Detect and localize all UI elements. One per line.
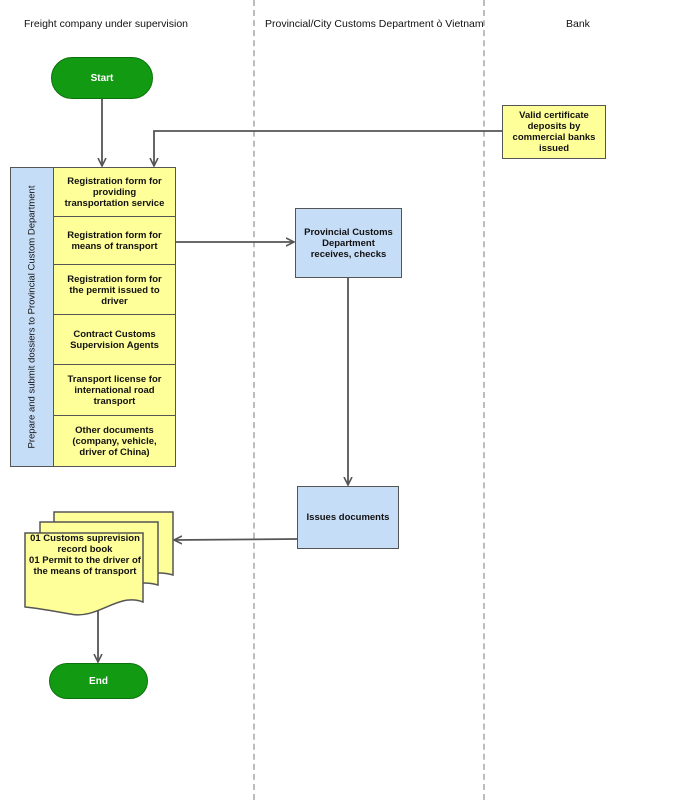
arrow-bank-to-dossier bbox=[154, 130, 502, 166]
customs-receives-box: Provincial Customs Department receives, … bbox=[295, 208, 402, 278]
dossier-label-text: Prepare and submit dossiers to Provincia… bbox=[26, 185, 38, 449]
dossier-vertical-label: Prepare and submit dossiers to Provincia… bbox=[10, 167, 54, 467]
output-doc-line-1: 01 Customs suprevision record book bbox=[30, 533, 140, 555]
end-terminal: End bbox=[49, 663, 148, 699]
dossier-item-transport-license: Transport license for international road… bbox=[53, 364, 176, 417]
bank-certificate-box: Valid certificate deposits by commercial… bbox=[502, 105, 606, 159]
multi-document-shape bbox=[24, 511, 174, 616]
dossier-item-transport-service: Registration form for providing transpor… bbox=[53, 167, 176, 218]
lane-divider-2 bbox=[483, 0, 485, 800]
issues-documents-box: Issues documents bbox=[297, 486, 399, 549]
lane-title-customs: Provincial/City Customs Department ò Vie… bbox=[265, 18, 484, 30]
output-documents-text: 01 Customs suprevision record book 01 Pe… bbox=[26, 533, 144, 577]
arrow-issue-to-docs bbox=[174, 539, 298, 540]
dossier-item-supervision-agents: Contract Customs Supervision Agents bbox=[53, 314, 176, 366]
lane-title-bank: Bank bbox=[566, 18, 590, 30]
dossier-item-driver-permit: Registration form for the permit issued … bbox=[53, 264, 176, 316]
dossier-item-other-documents: Other documents (company, vehicle, drive… bbox=[53, 415, 176, 467]
start-terminal: Start bbox=[51, 57, 153, 99]
dossier-item-means-of-transport: Registration form for means of transport bbox=[53, 216, 176, 266]
output-doc-line-2: 01 Permit to the driver of the means of … bbox=[29, 555, 141, 577]
lane-title-freight: Freight company under supervision bbox=[24, 18, 189, 30]
lane-divider-1 bbox=[253, 0, 255, 800]
